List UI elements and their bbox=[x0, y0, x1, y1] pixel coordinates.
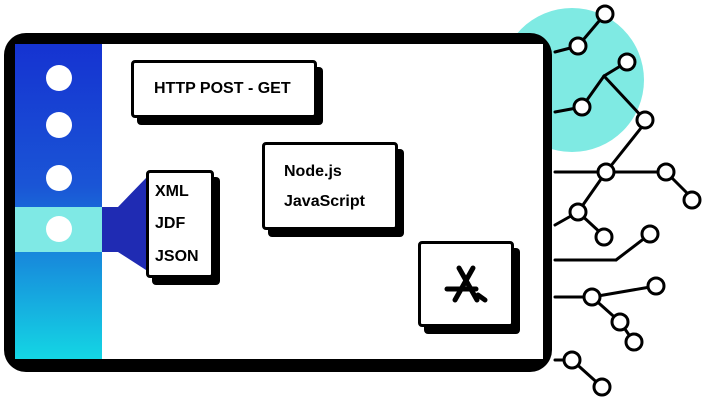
http-label: HTTP POST - GET bbox=[154, 80, 291, 97]
dot-icon bbox=[46, 165, 72, 191]
tech-nodejs: Node.js bbox=[284, 163, 342, 180]
dot-icon bbox=[46, 65, 72, 91]
dot-icon bbox=[46, 112, 72, 138]
tech-card: Node.js JavaScript bbox=[262, 142, 404, 237]
app-card bbox=[418, 241, 520, 334]
formats-card: XML JDF JSON bbox=[146, 170, 220, 285]
sidebar-dots bbox=[46, 65, 72, 242]
format-jdf: JDF bbox=[155, 215, 186, 232]
sidebar bbox=[15, 44, 102, 359]
app-store-icon bbox=[444, 265, 488, 303]
http-card: HTTP POST - GET bbox=[131, 60, 323, 125]
format-json: JSON bbox=[155, 248, 199, 265]
dot-icon bbox=[46, 216, 72, 242]
format-xml: XML bbox=[155, 183, 189, 200]
funnel-connector bbox=[102, 178, 146, 270]
circuit-nodes bbox=[562, 4, 702, 397]
tech-javascript: JavaScript bbox=[284, 193, 365, 210]
